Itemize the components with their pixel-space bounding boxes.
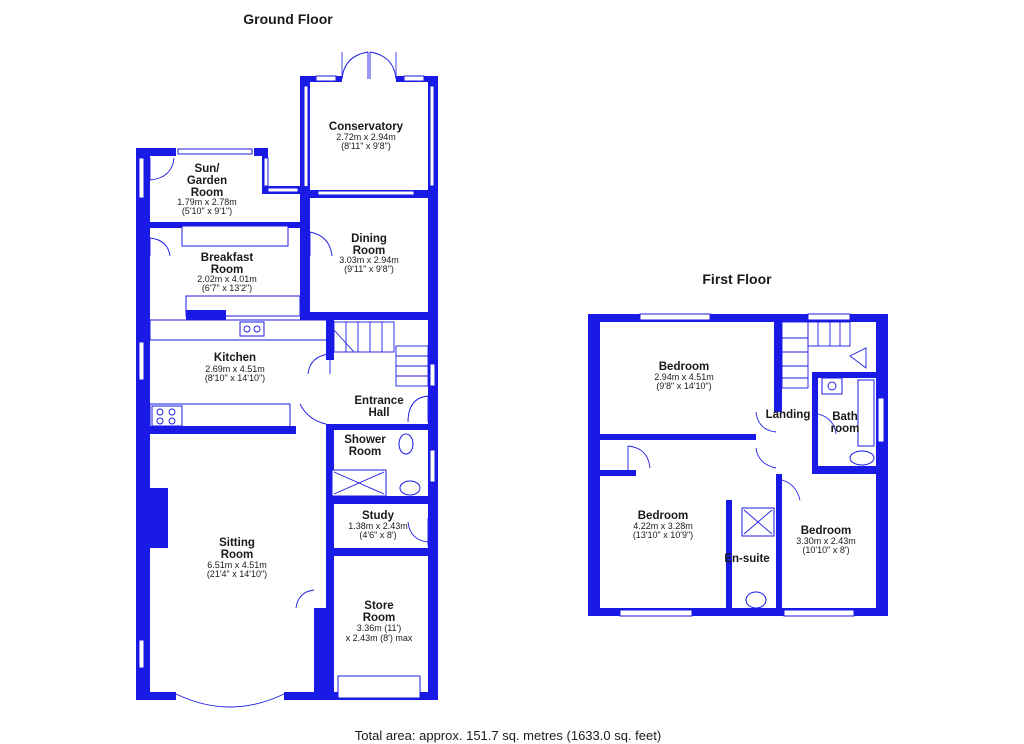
store-room-label-2: Room	[363, 612, 396, 624]
kitchen-dim-metric: 2.69m x 4.51m	[205, 364, 265, 374]
dining-room-dim-imperial: (9'11" x 9'8")	[344, 264, 394, 274]
sitting-room-label-2: Room	[221, 549, 254, 561]
sitting-room-dim-imperial: (21'4" x 14'10")	[207, 569, 267, 579]
study-label: Study	[362, 510, 395, 522]
bedroom-3-dim-imperial: (10'10" x 8')	[802, 545, 849, 555]
shower-room-label-1: Shower	[344, 434, 386, 446]
shower-room-label-2: Room	[349, 446, 382, 458]
ground-floor-title: Ground Floor	[243, 11, 333, 27]
bedroom-3-label: Bedroom	[801, 525, 851, 537]
store-room-dim-2: x 2.43m (8') max	[346, 633, 413, 643]
bedroom-2-label: Bedroom	[638, 510, 688, 522]
bedroom-3-dim-metric: 3.30m x 2.43m	[796, 536, 856, 546]
conservatory-label: Conservatory	[329, 121, 404, 133]
breakfast-room-label-2: Room	[211, 264, 244, 276]
bedroom-1-label: Bedroom	[659, 361, 709, 373]
conservatory-dim-imperial: (8'11" x 9'8")	[341, 141, 391, 151]
bathroom-label-1: Bath	[832, 411, 858, 423]
dining-room-label-2: Room	[353, 245, 386, 257]
bedroom-2-dim-metric: 4.22m x 3.28m	[633, 521, 693, 531]
store-room-dim-1: 3.36m (11')	[357, 623, 402, 633]
sitting-room-dim-metric: 6.51m x 4.51m	[207, 560, 267, 570]
store-room-label-1: Store	[364, 600, 393, 612]
dining-room-dim-metric: 3.03m x 2.94m	[339, 255, 399, 265]
bathroom-label-2: room	[831, 423, 860, 435]
first-floor-plan	[588, 313, 888, 617]
sun-room-label-2: Garden	[187, 175, 227, 187]
bedroom-1-dim-imperial: (9'8" x 14'10")	[656, 381, 711, 391]
kitchen-dim-imperial: (8'10" x 14'10")	[205, 373, 265, 383]
bedroom-1-dim-metric: 2.94m x 4.51m	[654, 372, 714, 382]
sun-room-label-1: Sun/	[195, 163, 221, 175]
ground-floor-plan	[136, 51, 438, 708]
study-dim-metric: 1.38m x 2.43m	[348, 521, 408, 531]
breakfast-room-label-1: Breakfast	[201, 252, 254, 264]
first-floor-title: First Floor	[702, 271, 772, 287]
kitchen-label: Kitchen	[214, 352, 256, 364]
sun-room-label-3: Room	[191, 187, 224, 199]
dining-room-label-1: Dining	[351, 233, 387, 245]
ensuite-label: En-suite	[724, 553, 769, 565]
landing-label: Landing	[766, 409, 811, 421]
sun-room-dim-imperial: (5'10" x 9'1")	[182, 206, 232, 216]
breakfast-room-dim-metric: 2.02m x 4.01m	[197, 274, 257, 284]
conservatory-dim-metric: 2.72m x 2.94m	[336, 132, 396, 142]
study-dim-imperial: (4'6" x 8')	[359, 530, 396, 540]
entrance-hall-label-1: Entrance	[354, 395, 403, 407]
entrance-hall-label-2: Hall	[368, 407, 389, 419]
breakfast-room-dim-imperial: (6'7" x 13'2")	[202, 283, 252, 293]
total-area: Total area: approx. 151.7 sq. metres (16…	[355, 728, 661, 743]
bedroom-2-dim-imperial: (13'10" x 10'9")	[633, 530, 693, 540]
sun-room-dim-metric: 1.79m x 2.78m	[177, 197, 237, 207]
sitting-room-label-1: Sitting	[219, 537, 255, 549]
